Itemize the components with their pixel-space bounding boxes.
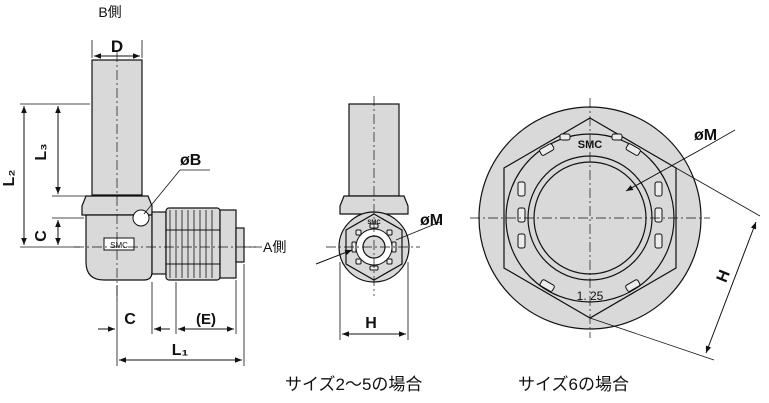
label-phi-m-small: øM [420,212,443,229]
caption-sizes-2-5: サイズ2〜5の場合 [285,375,422,394]
thread-stub [235,227,245,263]
label-c-vertical: C [33,230,50,242]
nut-rear [151,211,167,275]
body-brand-text: SMC [110,241,128,250]
large-brand-text: SMC [578,139,603,151]
label-phi-m-large: øM [694,127,717,144]
large-slots [517,133,663,292]
label-phi-b: øB [180,152,201,169]
label-c-horizontal: C [124,311,136,328]
label-a-side: A側 [263,239,286,255]
side-view: SMC D B側 [1,4,286,366]
label-l3: L₃ [33,143,50,160]
label-e: (E) [196,311,216,328]
label-l1: L₁ [172,342,189,359]
label-h-large: H [714,268,734,285]
label-d: D [111,37,123,56]
fitting-hole [132,209,150,227]
knurl-lines [166,210,220,278]
front-view-large: SMC 1. 25 øM H [470,98,761,361]
caption-size-6: サイズ6の場合 [518,375,629,394]
hex-end [219,209,237,279]
label-l2: L₂ [1,170,18,187]
label-b-side: B側 [98,4,121,20]
label-h-small: H [365,315,377,332]
front-view-small: SMC øM H [315,96,443,340]
